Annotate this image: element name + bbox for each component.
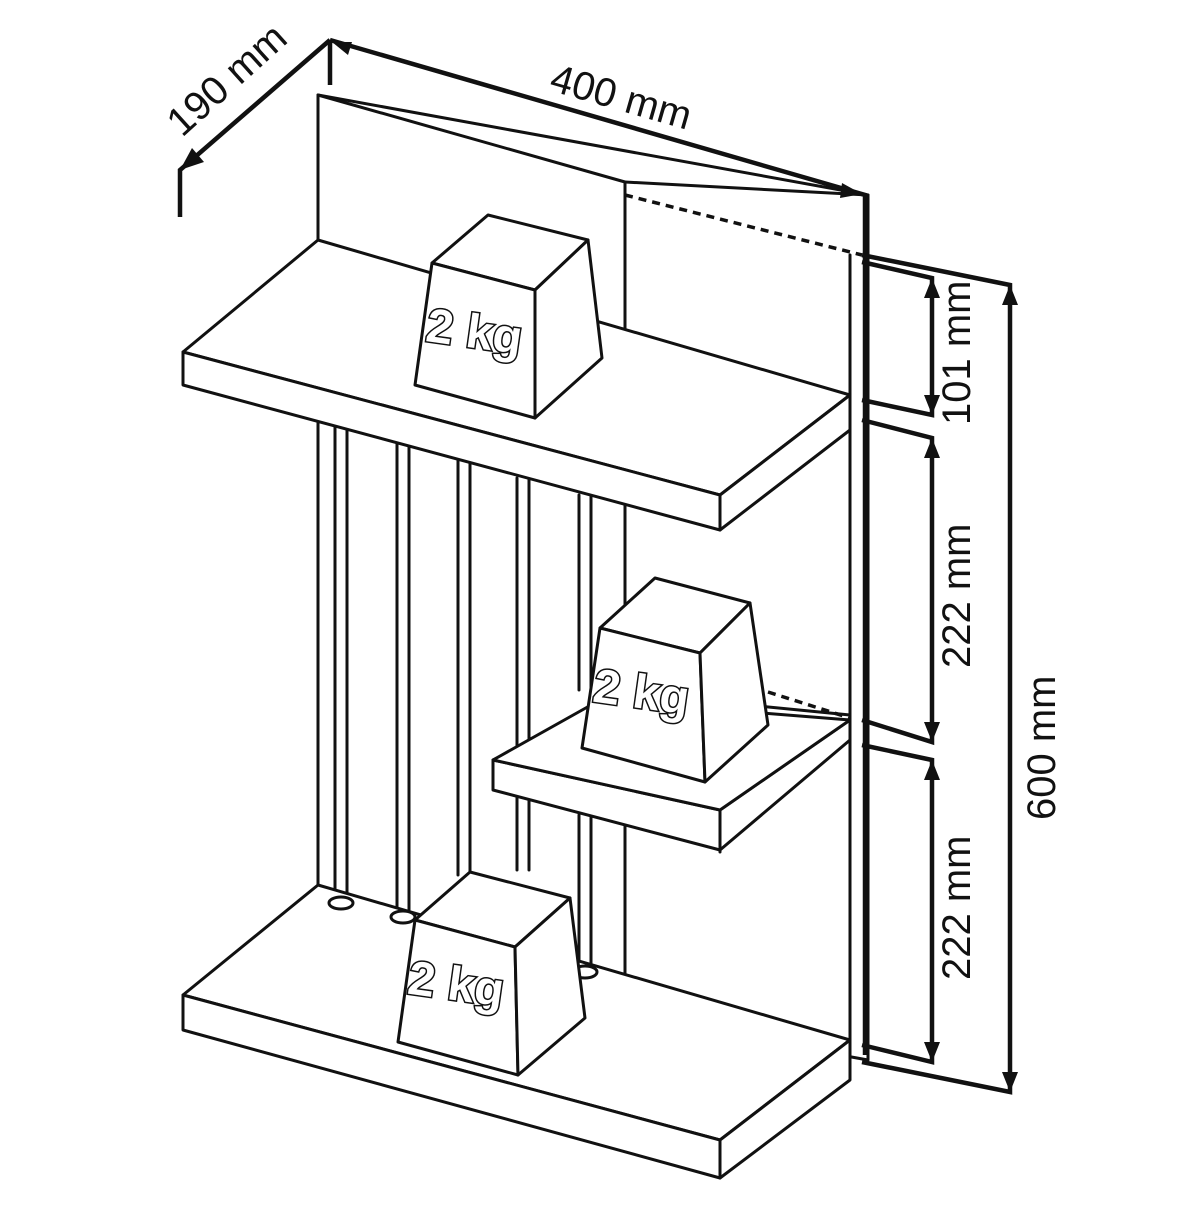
weight-top: 2 kg (413, 213, 604, 420)
support-rods (333, 423, 593, 972)
bottom-gap-label: 222 mm (935, 836, 979, 981)
middle-gap-label: 222 mm (935, 524, 979, 669)
depth-dimension: 190 mm (159, 15, 332, 217)
depth-dimension-label: 190 mm (159, 15, 296, 144)
height-dimensions: 101 mm 222 mm 222 mm 600 mm (861, 252, 1064, 1095)
weight-middle: 2 kg (580, 576, 770, 784)
weight-bottom: 2 kg (396, 870, 587, 1077)
top-gap-label: 101 mm (935, 281, 979, 426)
hidden-lines (624, 193, 863, 720)
total-height-label: 600 mm (1020, 676, 1064, 821)
